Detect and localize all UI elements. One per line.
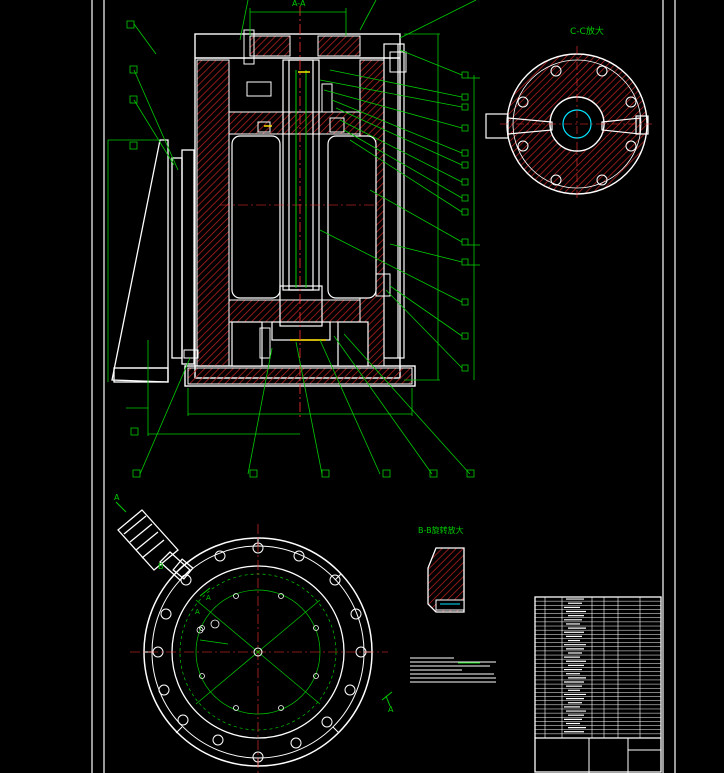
detail-view-cc: C-C放大 bbox=[485, 25, 654, 200]
detail-view-bb: B-B旋转放大 bbox=[418, 525, 465, 613]
section-mark-label: A-A bbox=[292, 0, 306, 8]
main-section-view: A-A bbox=[107, 0, 480, 478]
plan-outer-bolt-holes bbox=[152, 542, 367, 763]
cut-mark-a-inner-2: A bbox=[195, 608, 200, 616]
cut-mark-a-inner: A bbox=[206, 594, 211, 602]
plan-actuator bbox=[117, 509, 194, 581]
central-shaft bbox=[271, 59, 331, 341]
bb-view-title: B-B旋转放大 bbox=[418, 525, 464, 535]
title-block-rows bbox=[535, 597, 661, 738]
left-support-bracket bbox=[111, 139, 195, 383]
cut-mark-b: B bbox=[158, 562, 164, 571]
leader-lines-left bbox=[133, 0, 471, 475]
plan-view: A A B A A bbox=[114, 493, 394, 773]
cut-mark-a-top: A bbox=[114, 493, 120, 502]
leader-lines-right bbox=[319, 0, 477, 380]
cut-mark-a-bottom: A bbox=[388, 705, 394, 714]
sheet-border bbox=[91, 0, 676, 773]
cc-view-title: C-C放大 bbox=[570, 25, 604, 37]
technical-notes bbox=[410, 657, 496, 683]
title-block bbox=[534, 596, 662, 773]
